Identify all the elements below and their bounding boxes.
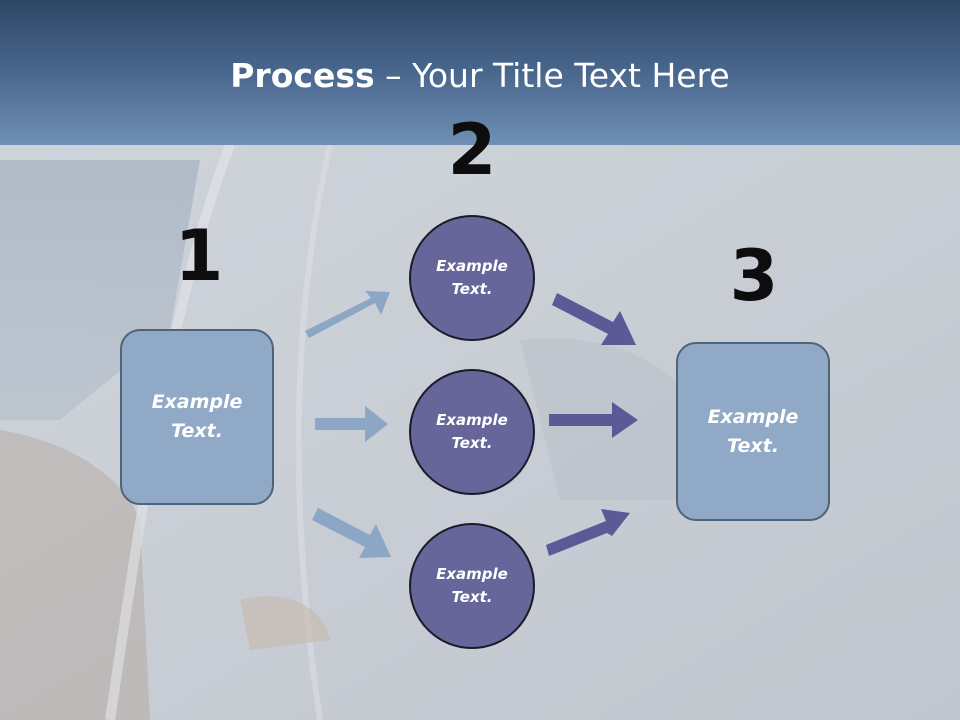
arrow-bottom-to-right [546, 509, 630, 556]
bottom-circle-text: Example Text. [436, 565, 508, 606]
title-banner [0, 0, 960, 145]
arrow-left-to-middle [315, 406, 388, 442]
slide-title: Process – Your Title Text Here [230, 56, 730, 95]
top-step-circle: Example Text. [409, 215, 535, 341]
right-box-text: Example Text. [707, 405, 799, 457]
step-number-1: 1 [174, 215, 224, 297]
left-process-box: Example Text. [120, 329, 274, 505]
arrow-left-to-bottom [312, 508, 391, 558]
top-circle-text: Example Text. [436, 257, 508, 298]
middle-step-circle: Example Text. [409, 369, 535, 495]
middle-circle-text: Example Text. [436, 411, 508, 452]
arrow-top-to-right [552, 293, 636, 345]
step-number-3: 3 [729, 235, 779, 317]
left-box-text: Example Text. [151, 391, 243, 442]
arrow-left-to-top [305, 291, 390, 338]
right-process-box: Example Text. [676, 342, 830, 521]
step-number-2: 2 [447, 109, 497, 191]
arrow-middle-to-right [549, 402, 638, 438]
bottom-step-circle: Example Text. [409, 523, 535, 649]
